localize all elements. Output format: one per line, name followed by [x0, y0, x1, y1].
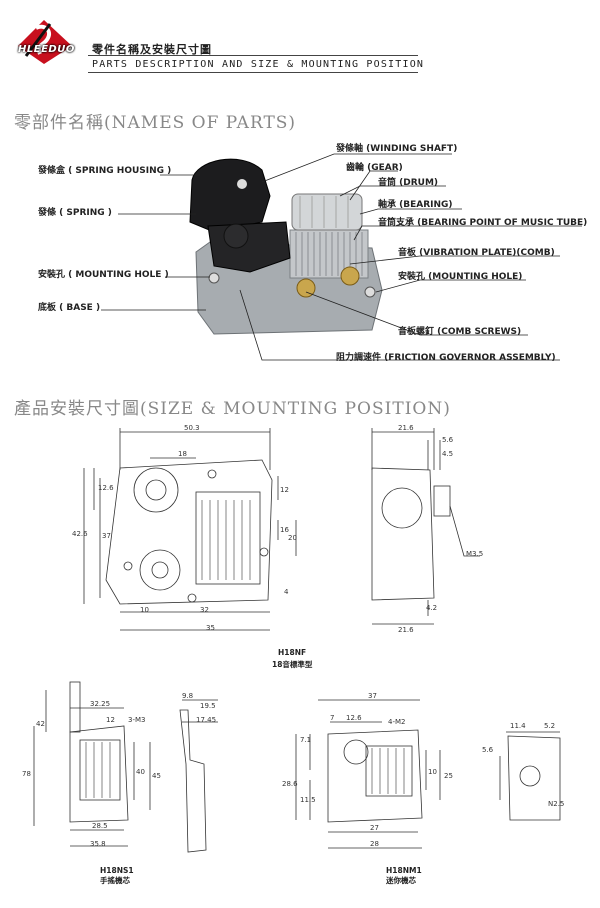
caption-h18ns1-type: 手搖機芯 [100, 876, 130, 885]
dim-20: 20 [288, 534, 297, 542]
dim-nm1-28-6: 28.6 [282, 780, 298, 788]
dim-ns1-35-8: 35.8 [90, 840, 106, 848]
dim-nm1-4-m2: 4-M2 [388, 718, 406, 726]
label-mounting-hole-left: 安裝孔 ( MOUNTING HOLE ) [38, 270, 169, 280]
logo-text: HLEEDUO [18, 44, 75, 55]
caption-h18ns1-model: H18NS1 [100, 866, 134, 875]
dim-4-5: 4.5 [442, 450, 454, 458]
label-winding-shaft: 發條軸 (WINDING SHAFT) [336, 144, 458, 154]
header-title-en: PARTS DESCRIPTION AND SIZE & MOUNTING PO… [92, 59, 425, 70]
dim-nm1-28: 28 [370, 840, 379, 848]
dim-18: 18 [178, 450, 187, 458]
label-vibration-plate: 音板 (VIBRATION PLATE)(COMB) [398, 248, 555, 258]
dim-ns1-17-45: 17.45 [196, 716, 217, 724]
dim-ns1-78: 78 [22, 770, 31, 778]
dim-nm1-11-5: 11.5 [300, 796, 316, 804]
label-spring: 發條 ( SPRING ) [38, 208, 112, 218]
label-spring-housing: 發條盒 ( SPRING HOUSING ) [38, 166, 172, 176]
dim-4: 4 [284, 588, 289, 596]
caption-h18nf-type: 18音標準型 [272, 660, 313, 669]
label-gear: 齒輪 (GEAR) [346, 163, 403, 173]
dim-nm1-11-4: 11.4 [510, 722, 526, 730]
label-bearing-point: 音筒支承 (BEARING POINT OF MUSIC TUBE) [378, 218, 588, 228]
dim-nm1-n2-5: N2.5 [548, 800, 565, 808]
dim-ns1-9-8: 9.8 [182, 692, 194, 700]
dim-12: 12 [280, 486, 289, 494]
dim-16: 16 [280, 526, 289, 534]
label-drum: 音筒 (DRUM) [378, 178, 439, 188]
caption-h18nf-model: H18NF [278, 648, 307, 657]
label-friction-governor: 阻力調速件 (FRICTION GOVERNOR ASSEMBLY) [336, 353, 556, 363]
label-bearing: 軸承 (BEARING) [378, 200, 453, 210]
dim-nm1-12-6: 12.6 [346, 714, 362, 722]
dim-21-6-bottom: 21.6 [398, 626, 414, 634]
caption-h18nm1-model: H18NM1 [386, 866, 422, 875]
dim-nm1-27: 27 [370, 824, 379, 832]
label-mounting-hole-right: 安裝孔 (MOUNTING HOLE) [398, 272, 523, 282]
label-base: 底板 ( BASE ) [38, 303, 101, 313]
dim-50-3: 50.3 [184, 424, 200, 432]
dim-nm1-7: 7 [330, 714, 335, 722]
dim-ns1-32-25: 32.25 [90, 700, 111, 708]
dim-nm1-37: 37 [368, 692, 377, 700]
dim-4-2: 4.2 [426, 604, 438, 612]
header-divider [88, 55, 418, 56]
dim-42-6: 42.6 [72, 530, 88, 538]
dim-5-6: 5.6 [442, 436, 454, 444]
dim-32: 32 [200, 606, 209, 614]
dim-35: 35 [206, 624, 215, 632]
dim-ns1-42: 42 [36, 720, 45, 728]
dim-nm1-5-6: 5.6 [482, 746, 494, 754]
dim-nm1-25: 25 [444, 772, 453, 780]
header-divider-2 [88, 72, 418, 73]
dim-12-6: 12.6 [98, 484, 114, 492]
label-comb-screws: 音板螺釘 (COMB SCREWS) [398, 327, 522, 337]
size-section-title: 產品安裝尺寸圖(SIZE & MOUNTING POSITION) [14, 399, 451, 419]
dim-ns1-45: 45 [152, 772, 161, 780]
logo: HLEEDUO [14, 16, 84, 66]
dim-21-6-top: 21.6 [398, 424, 414, 432]
dim-nm1-10: 10 [428, 768, 437, 776]
dim-ns1-28-5: 28.5 [92, 822, 108, 830]
header-title-cn: 零件名稱及安裝尺寸圖 [92, 43, 212, 56]
dim-nm1-7-1: 7.1 [300, 736, 312, 744]
dim-nm1-5-2: 5.2 [544, 722, 556, 730]
dim-10: 10 [140, 606, 149, 614]
caption-h18nm1-type: 迷你機芯 [386, 876, 416, 885]
dim-m3-5: M3.5 [466, 550, 484, 558]
dim-ns1-19-5: 19.5 [200, 702, 216, 710]
names-section-title: 零部件名稱(NAMES OF PARTS) [14, 113, 297, 133]
dim-ns1-40: 40 [136, 768, 145, 776]
dim-ns1-3-m3: 3-M3 [128, 716, 146, 724]
dim-ns1-12: 12 [106, 716, 115, 724]
dim-37: 37 [102, 532, 111, 540]
